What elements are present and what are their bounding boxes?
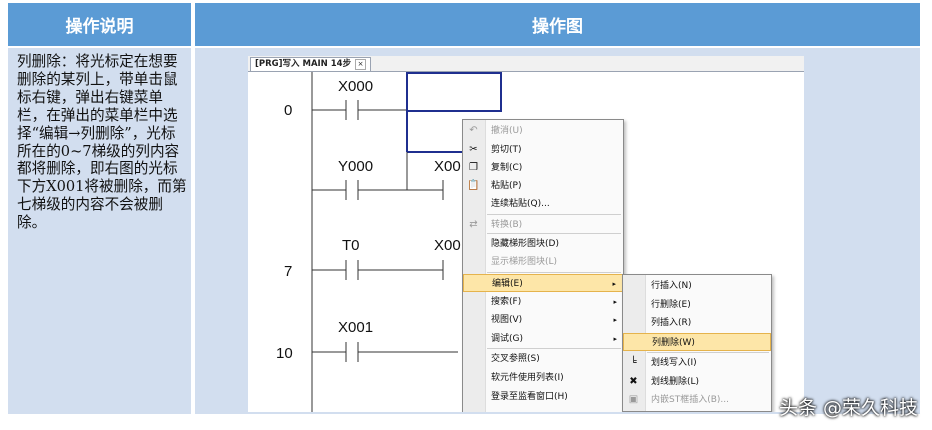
header-diagram: 操作图 [195, 3, 920, 46]
diagram-cell: [PRG]写入 MAIN 14步× 0 X000 [195, 48, 920, 414]
menu-item[interactable]: 调试(G) ▸ [463, 330, 623, 348]
context-menu: ↶ 撤消(U) ✂ 剪切(T) ❐ 复制(C) 📋 粘贴(P) 连续粘贴(Q)... ⇄ 转换(B)… [462, 119, 624, 412]
menu-item-label: 编辑(E) [492, 279, 523, 289]
menu-item: 显示梯形图块(L) [463, 253, 623, 271]
menu-item-label: 视图(V) [491, 315, 523, 325]
description-text: 列删除：将光标定在想要删除的某列上，带单击鼠标右键，弹出右键菜单栏，在弹出的菜单… [17, 53, 187, 232]
menu-item[interactable]: 登录至监看窗口(H) [463, 388, 623, 406]
copy-icon: ❐ [469, 162, 478, 173]
st-box-icon: ▣ [628, 394, 639, 405]
menu-item-label: 显示梯形图块(L) [491, 257, 558, 267]
menu-item-label: 撤消(U) [491, 126, 523, 136]
menu-item: ▣ 内嵌ST框插入(B)... [623, 391, 771, 409]
menu-item: ⇄ 转换(B) [463, 216, 623, 234]
paste-icon: 📋 [467, 180, 480, 191]
step-number: 0 [284, 102, 292, 119]
menu-item-label: 转换(B) [491, 220, 523, 230]
menu-item[interactable]: 隐藏梯形图块(D) [463, 235, 623, 253]
menu-separator [647, 352, 769, 353]
edit-submenu: 行插入(N) 行删除(E) 列插入(R) 列删除(W) ╘ 划线写入(I) ✖ 划线删除(L)… [622, 274, 772, 412]
menu-item[interactable]: 连续粘贴(Q)... [463, 195, 623, 213]
menu-item[interactable]: 行插入(N) [623, 277, 771, 295]
editor-tab-title: [PRG]写入 MAIN 14步 [255, 59, 352, 69]
menu-item-label: 划线删除(L) [651, 377, 700, 387]
menu-separator [487, 272, 621, 273]
close-icon[interactable]: × [355, 59, 367, 70]
watermark: 头条 @荣久科技 [778, 397, 918, 419]
menu-separator [487, 214, 621, 215]
menu-separator [487, 233, 621, 234]
ladder-editor-window: [PRG]写入 MAIN 14步× 0 X000 [248, 56, 804, 412]
menu-item-label: 搜索(F) [491, 297, 522, 307]
step-number: 7 [284, 263, 292, 280]
menu-item-label: 登录至监看窗口(H) [491, 392, 568, 402]
menu-separator [487, 348, 621, 349]
menu-item[interactable]: 搜索(F) ▸ [463, 293, 623, 311]
menu-item-label: 内嵌ST框插入(B)... [651, 395, 729, 405]
menu-item[interactable]: ❐ 复制(C) [463, 159, 623, 177]
header-description: 操作说明 [8, 3, 191, 46]
menu-item-label: 列删除(W) [652, 338, 695, 348]
line-delete-icon: ✖ [629, 376, 638, 387]
menu-icon-gutter [463, 120, 486, 412]
menu-item[interactable]: ✖ 划线删除(L) [623, 373, 771, 391]
instruction-table: 操作说明 操作图 列删除：将光标定在想要删除的某列上，带单击鼠标右键，弹出右键菜… [8, 0, 920, 414]
scissors-icon: ✂ [469, 144, 478, 155]
editor-tab-bar: [PRG]写入 MAIN 14步× [248, 56, 804, 72]
menu-item-label: 粘贴(P) [491, 181, 522, 191]
submenu-arrow-icon: ▸ [613, 335, 617, 343]
menu-item-label: 调试(G) [491, 334, 523, 344]
contact-label: X001 [338, 319, 373, 336]
convert-icon: ⇄ [469, 219, 478, 230]
cursor-box [406, 72, 502, 112]
menu-item[interactable]: 编辑(E) ▸ [463, 274, 623, 292]
contact-label: Y000 [338, 158, 373, 175]
menu-item[interactable]: 交叉参照(S) [463, 350, 623, 368]
description-cell: 列删除：将光标定在想要删除的某列上，带单击鼠标右键，弹出右键菜单栏，在弹出的菜单… [8, 48, 191, 414]
menu-item-label: 行插入(N) [651, 281, 692, 291]
menu-item[interactable]: 列插入(R) [623, 314, 771, 332]
submenu-arrow-icon: ▸ [613, 316, 617, 324]
menu-item[interactable]: ╘ 划线写入(I) [623, 354, 771, 372]
menu-item-label: 连续粘贴(Q)... [491, 199, 550, 209]
undo-icon: ↶ [469, 125, 478, 136]
menu-item-label: 复制(C) [491, 163, 523, 173]
menu-item[interactable]: 列删除(W) [623, 333, 771, 351]
step-number: 10 [276, 345, 293, 362]
menu-item[interactable]: ✂ 剪切(T) [463, 141, 623, 159]
contact-label: X00 [434, 158, 461, 175]
contact-label: T0 [342, 237, 360, 254]
menu-item[interactable]: 视图(V) ▸ [463, 311, 623, 329]
line-write-icon: ╘ [630, 357, 637, 368]
menu-item-label: 剪切(T) [491, 145, 522, 155]
editor-tab[interactable]: [PRG]写入 MAIN 14步× [250, 57, 372, 71]
contact-label: X000 [338, 78, 373, 95]
menu-item-label: 隐藏梯形图块(D) [491, 239, 559, 249]
menu-item[interactable]: 行删除(E) [623, 296, 771, 314]
menu-item-label: 行删除(E) [651, 300, 691, 310]
menu-item: ↶ 撤消(U) [463, 122, 623, 140]
menu-item-label: 划线写入(I) [651, 358, 697, 368]
submenu-arrow-icon: ▸ [613, 298, 617, 306]
contact-label: X00 [434, 237, 461, 254]
menu-item[interactable]: 软元件使用列表(I) [463, 369, 623, 387]
menu-item-label: 列插入(R) [651, 318, 692, 328]
submenu-arrow-icon: ▸ [612, 280, 616, 288]
menu-item-label: 交叉参照(S) [491, 354, 540, 364]
menu-item-label: 软元件使用列表(I) [491, 373, 564, 383]
menu-item[interactable]: 📋 粘贴(P) [463, 177, 623, 195]
